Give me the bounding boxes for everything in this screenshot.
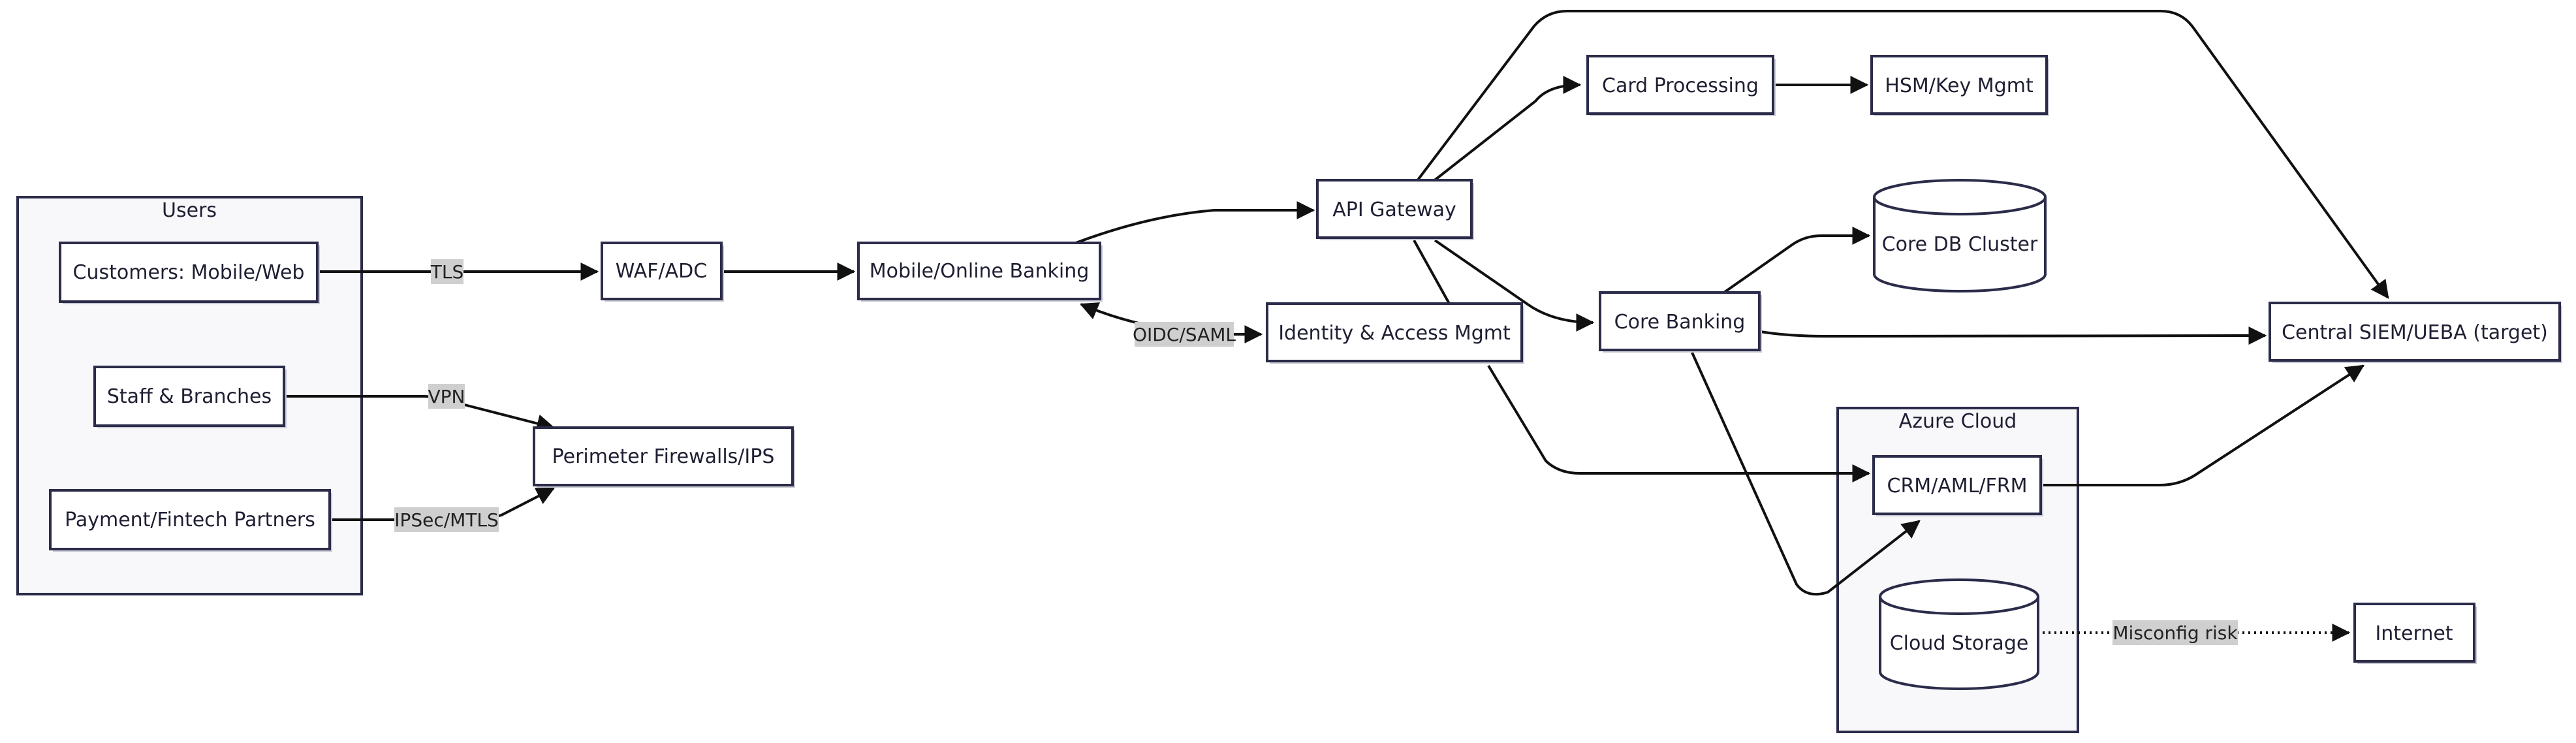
node-staff-label: Staff & Branches bbox=[107, 385, 272, 408]
node-hsm-label: HSM/Key Mgmt bbox=[1885, 74, 2034, 97]
node-crm-label: CRM/AML/FRM bbox=[1887, 475, 2028, 498]
svg-text:TLS: TLS bbox=[430, 261, 463, 283]
edge-label-tls: TLS bbox=[430, 259, 463, 284]
node-waf-label: WAF/ADC bbox=[616, 260, 707, 283]
node-customers-label: Customers: Mobile/Web bbox=[73, 261, 305, 284]
node-waf[interactable]: WAF/ADC bbox=[601, 242, 724, 302]
node-customers[interactable]: Customers: Mobile/Web bbox=[59, 242, 320, 304]
node-core-banking-label: Core Banking bbox=[1614, 311, 1746, 334]
edge-label-vpn: VPN bbox=[428, 384, 465, 409]
node-firewalls-label: Perimeter Firewalls/IPS bbox=[552, 445, 775, 468]
node-crm[interactable]: CRM/AML/FRM bbox=[1872, 455, 2043, 516]
node-api-gateway-label: API Gateway bbox=[1332, 198, 1456, 221]
svg-text:Misconfig risk: Misconfig risk bbox=[2113, 622, 2238, 644]
edge-core-banking-db bbox=[1721, 227, 1871, 295]
node-core-db[interactable]: Core DB Cluster bbox=[1873, 179, 2047, 292]
edge-label-oidc: OIDC/SAML bbox=[1133, 322, 1236, 347]
edge-api-core-banking bbox=[1434, 239, 1595, 332]
edge-iam-crm bbox=[1487, 364, 1871, 482]
edge-label-ipsec: IPSec/MTLS bbox=[394, 507, 499, 532]
edge-mobile-api-gateway bbox=[1075, 201, 1315, 244]
edge-labels: TLS VPN IPSec/MTLS OIDC/SAML Misconfig r… bbox=[394, 259, 2238, 645]
node-iam-label: Identity & Access Mgmt bbox=[1278, 322, 1511, 345]
node-api-gateway[interactable]: API Gateway bbox=[1316, 179, 1474, 240]
node-iam[interactable]: Identity & Access Mgmt bbox=[1266, 302, 1524, 364]
azure-cloud-group-label: Azure Cloud bbox=[1899, 410, 2017, 433]
users-group-label: Users bbox=[162, 199, 217, 222]
edge-crm-siem bbox=[2042, 364, 2364, 486]
edge-core-banking-crm bbox=[1691, 352, 1921, 595]
node-partners-label: Payment/Fintech Partners bbox=[65, 509, 315, 531]
nodes: Customers: Mobile/Web Staff & Branches P… bbox=[49, 55, 2562, 690]
edge-api-siem bbox=[1415, 10, 2389, 299]
core-db-cylinder-top bbox=[1873, 179, 2047, 215]
node-core-banking[interactable]: Core Banking bbox=[1599, 291, 1762, 353]
edge-api-card-processing bbox=[1432, 76, 1582, 183]
node-internet[interactable]: Internet bbox=[2353, 603, 2477, 664]
core-db-cylinder-body bbox=[1873, 197, 2047, 292]
edge-core-banking-siem bbox=[1760, 326, 2267, 345]
node-mobile-banking-label: Mobile/Online Banking bbox=[870, 260, 1090, 283]
node-card-processing-label: Card Processing bbox=[1602, 74, 1759, 97]
svg-text:IPSec/MTLS: IPSec/MTLS bbox=[394, 509, 499, 531]
node-staff[interactable]: Staff & Branches bbox=[93, 366, 287, 428]
node-card-processing[interactable]: Card Processing bbox=[1586, 55, 1776, 116]
node-core-db-label: Core DB Cluster bbox=[1882, 233, 2038, 256]
node-mobile-banking[interactable]: Mobile/Online Banking bbox=[857, 242, 1103, 302]
svg-text:OIDC/SAML: OIDC/SAML bbox=[1133, 324, 1236, 345]
node-siem-label: Central SIEM/UEBA (target) bbox=[2282, 321, 2548, 344]
edge-label-misconfig: Misconfig risk bbox=[2113, 620, 2238, 645]
node-siem[interactable]: Central SIEM/UEBA (target) bbox=[2269, 302, 2562, 363]
cloud-storage-cylinder-body bbox=[1879, 597, 2039, 690]
edge-api-iam bbox=[1413, 240, 1451, 304]
node-internet-label: Internet bbox=[2375, 622, 2453, 645]
node-cloud-storage-label: Cloud Storage bbox=[1890, 632, 2029, 655]
svg-text:VPN: VPN bbox=[428, 386, 465, 407]
node-partners[interactable]: Payment/Fintech Partners bbox=[49, 489, 332, 552]
node-cloud-storage[interactable]: Cloud Storage bbox=[1879, 578, 2039, 690]
cloud-storage-cylinder-top bbox=[1879, 578, 2039, 615]
node-hsm[interactable]: HSM/Key Mgmt bbox=[1870, 55, 2049, 116]
node-firewalls[interactable]: Perimeter Firewalls/IPS bbox=[533, 426, 795, 488]
